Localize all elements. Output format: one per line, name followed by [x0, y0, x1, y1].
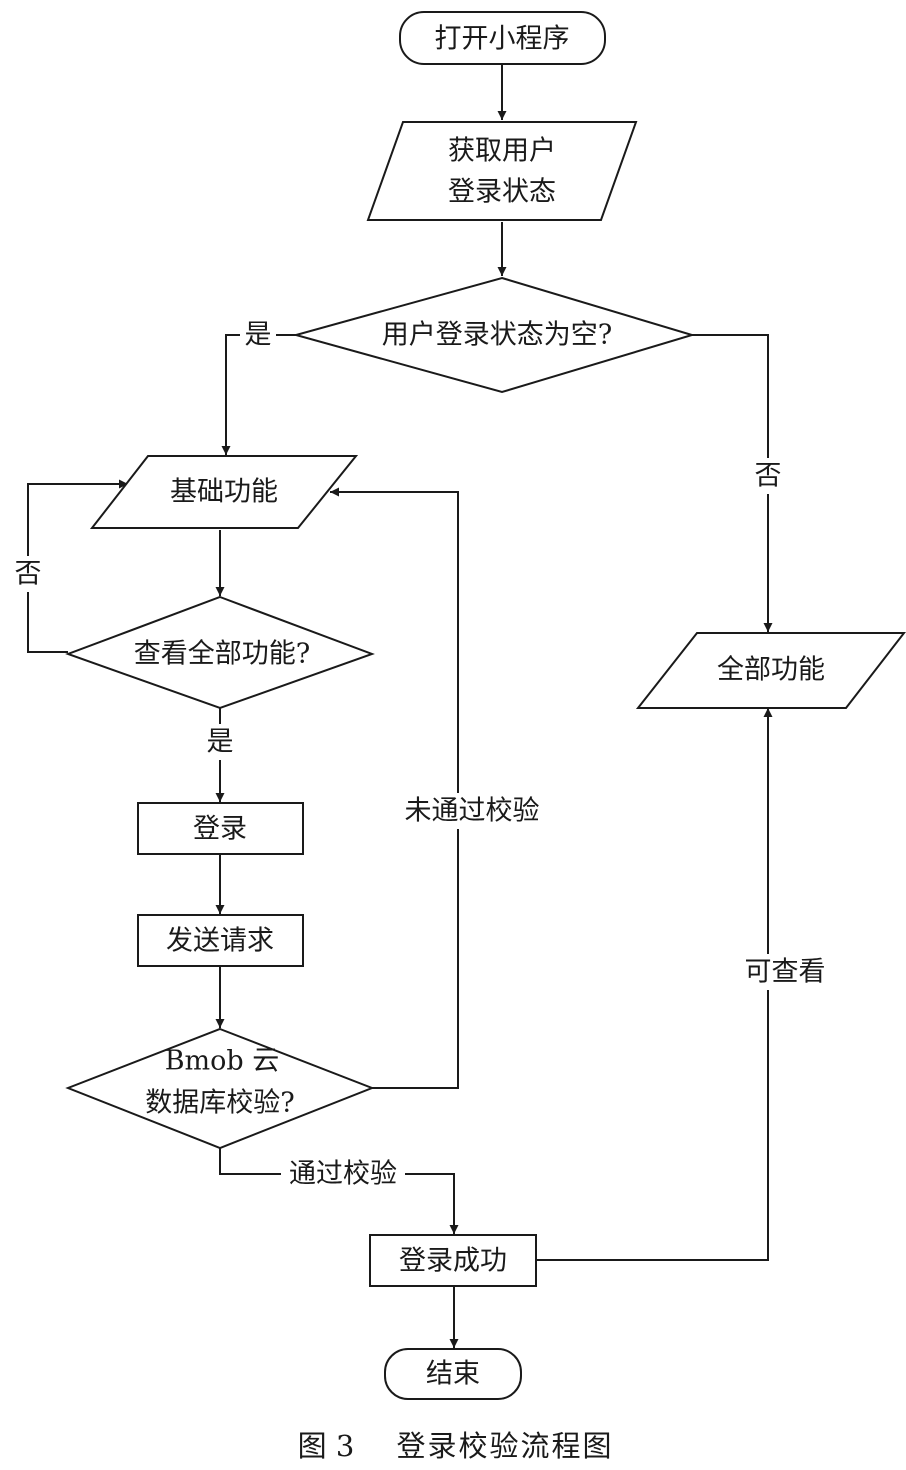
edge-no-to-all-label: 否: [755, 461, 782, 492]
figure-number: 图 3: [298, 1429, 355, 1463]
get-status-label-line1: 获取用户: [448, 136, 556, 167]
edge-no-to-all-functions: [692, 334, 773, 632]
end-label: 结束: [426, 1359, 480, 1390]
start-terminal: [399, 11, 606, 65]
send-request-label: 发送请求: [166, 926, 274, 957]
edge-yes-to-login-label: 是: [207, 727, 234, 758]
view-all-label: 查看全部功能?: [134, 639, 310, 670]
no-label-bg: [751, 458, 785, 494]
end-terminal: [384, 1348, 522, 1400]
view-all-decision: [65, 595, 375, 710]
all-functions-io: [635, 632, 906, 709]
bmob-check-decision: [65, 1027, 375, 1150]
login-process: [137, 802, 304, 855]
login-success-label: 登录成功: [399, 1246, 507, 1277]
edge-can-view-label: 可查看: [745, 957, 826, 988]
edge-pass-check-label: 通过校验: [289, 1159, 397, 1190]
figure-title: 登录校验流程图: [396, 1429, 613, 1463]
edge-no-loop-label: 否: [15, 559, 42, 590]
get-status-label-line2: 登录状态: [448, 177, 556, 208]
status-empty-decision: [292, 276, 696, 394]
login-label: 登录: [193, 814, 247, 845]
bmob-check-label-line1: Bmob 云: [165, 1046, 280, 1077]
bmob-check-label-line2: 数据库校验?: [145, 1088, 294, 1119]
send-request-process: [137, 914, 304, 967]
basic-functions-label: 基础功能: [170, 477, 278, 508]
edge-yes-to-basic-label: 是: [245, 320, 272, 351]
status-empty-label: 用户登录状态为空?: [382, 320, 612, 351]
all-functions-label: 全部功能: [717, 655, 825, 686]
can-view-label-bg: [739, 954, 831, 990]
fail-label-bg: [396, 793, 548, 829]
edge-fail-check-label: 未通过校验: [405, 796, 540, 827]
pass-label-bg: [281, 1156, 405, 1192]
edge-success-to-all-functions: [536, 708, 773, 1261]
yes-label-bg: [240, 318, 276, 352]
basic-functions-io: [89, 455, 359, 529]
start-label: 打开小程序: [435, 24, 570, 55]
get-status-io: [366, 121, 638, 221]
no-loop-label-bg: [11, 556, 45, 592]
edge-fail-to-basic: [330, 487, 459, 1089]
edge-yes-to-basic: [221, 334, 296, 455]
yes-login-label-bg: [203, 724, 237, 760]
login-success-process: [369, 1234, 537, 1287]
